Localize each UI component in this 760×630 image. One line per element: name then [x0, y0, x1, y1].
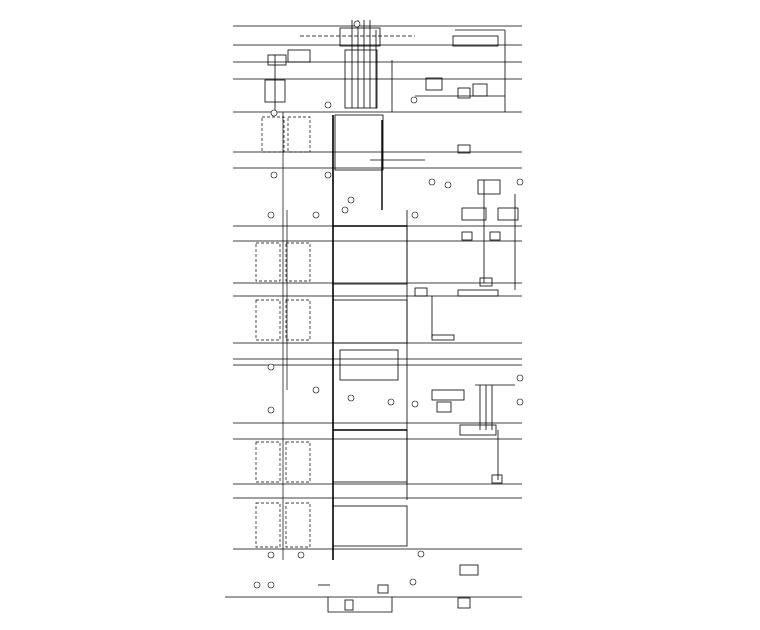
unit-group: [285, 242, 311, 282]
fixture-symbol: [516, 398, 524, 406]
fixture-symbol: [417, 550, 425, 558]
fixture-symbol: [516, 178, 524, 186]
fixture-symbol: [353, 20, 361, 28]
fixture-symbol: [267, 581, 275, 589]
fixture-symbol: [270, 109, 278, 117]
riser-block: [332, 429, 408, 483]
fixture-symbol: [347, 196, 355, 204]
fixture-symbol: [516, 374, 524, 382]
unit-group: [285, 299, 311, 341]
unit-group: [261, 116, 285, 153]
riser-block: [332, 505, 408, 547]
floor-lines: [225, 25, 522, 598]
riser-block: [332, 225, 408, 285]
fixture-symbol: [411, 211, 419, 219]
riser-block: [339, 349, 399, 381]
unit-group: [255, 299, 281, 341]
fixture-symbol: [324, 101, 332, 109]
fixture-symbol: [267, 363, 275, 371]
fixture-symbol: [341, 206, 349, 214]
right-equipment: [414, 144, 519, 609]
fixture-symbol: [409, 578, 417, 586]
top-equipment-cluster: [264, 20, 506, 112]
fixture-symbol: [428, 178, 436, 186]
unit-group: [255, 441, 281, 483]
fixture-symbol: [347, 394, 355, 402]
riser-block: [334, 114, 384, 171]
fixture-symbol: [444, 181, 452, 189]
unit-group: [287, 116, 311, 153]
fixture-symbol: [297, 551, 305, 559]
unit-group: [255, 502, 281, 548]
fixture-symbol: [411, 400, 419, 408]
fixture-symbol: [267, 551, 275, 559]
fixture-symbol: [267, 406, 275, 414]
fixture-symbols: [253, 20, 524, 589]
riser-block: [332, 299, 408, 344]
fixture-symbol: [312, 211, 320, 219]
left-unit-groups: [255, 112, 311, 560]
unit-group: [255, 242, 281, 282]
fixture-symbol: [267, 211, 275, 219]
base-connection: [318, 584, 393, 613]
unit-group: [285, 441, 311, 483]
fixture-symbol: [312, 386, 320, 394]
fixture-symbol: [270, 171, 278, 179]
fixture-symbol: [387, 398, 395, 406]
fixture-symbol: [410, 96, 418, 104]
fixture-symbol: [324, 171, 332, 179]
unit-group: [285, 502, 311, 548]
fixture-symbol: [253, 581, 261, 589]
central-riser-blocks: [332, 114, 425, 560]
